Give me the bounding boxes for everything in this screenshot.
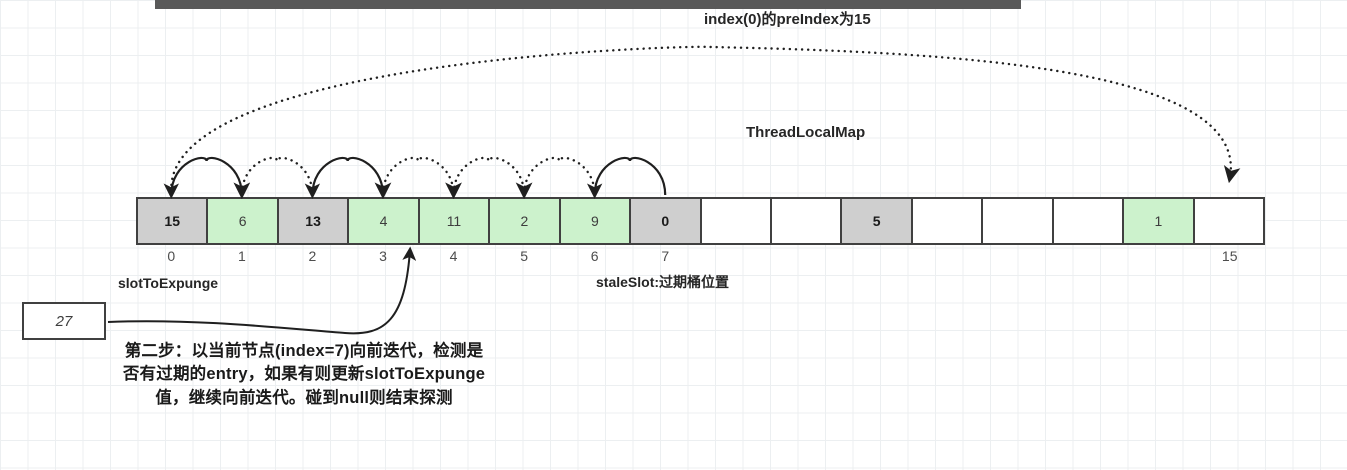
hop-arrow-4-to-3: [374, 156, 455, 200]
slot-to-expunge-label: slotToExpunge: [118, 275, 219, 291]
stale-slot-label: staleSlot:过期桶位置: [596, 274, 730, 290]
array-cell-3: 4: [349, 199, 420, 243]
array-cell-4: 11: [419, 199, 491, 243]
hop-arrow-1-to-0: [163, 156, 243, 199]
index-label-4: 4: [449, 248, 458, 264]
index-label-2: 2: [308, 248, 317, 264]
hop-arrow-7-to-6: [586, 156, 667, 199]
hop-arrow-2-to-1: [233, 156, 314, 200]
index-label-15: 15: [1221, 248, 1238, 264]
step-caption: 第二步：以当前节点(index=7)向前迭代，检测是否有过期的entry，如果有…: [122, 342, 486, 407]
array-cell-5: 2: [490, 199, 561, 243]
index-label-5: 5: [520, 248, 528, 264]
array-cell-13: [1053, 199, 1125, 243]
array-cell-10: 5: [842, 199, 913, 243]
hop-arrow-5-to-4: [445, 156, 526, 200]
top-dark-bar: [155, 0, 1021, 9]
index-label-6: 6: [590, 248, 599, 264]
array-cell-8: [701, 199, 772, 243]
index-label-0: 0: [167, 248, 176, 264]
pre-index-label: index(0)的preIndex为15: [704, 11, 871, 28]
hop-arrow-3-to-2: [304, 156, 385, 199]
hop-arrow-6-to-5: [515, 156, 596, 200]
index-label-7: 7: [661, 248, 670, 264]
threadlocalmap-label: ThreadLocalMap: [746, 124, 866, 141]
index-label-3: 3: [379, 248, 387, 264]
index-label-1: 1: [237, 248, 246, 264]
array-cell-7: 0: [631, 199, 702, 243]
array-cell-11: [912, 199, 984, 243]
array-cell-0: 15: [138, 199, 209, 243]
wrap-around-arrow-0-to-15: [170, 45, 1241, 193]
array-cell-14: 1: [1124, 199, 1195, 243]
side-value-box: 27: [22, 302, 106, 340]
array-cell-2: 13: [278, 199, 350, 243]
array-cell-6: 9: [560, 199, 632, 243]
array-cell-15: [1194, 199, 1263, 243]
array-cell-9: [771, 199, 843, 243]
array-cell-1: 6: [208, 199, 279, 243]
array-cell-12: [983, 199, 1054, 243]
